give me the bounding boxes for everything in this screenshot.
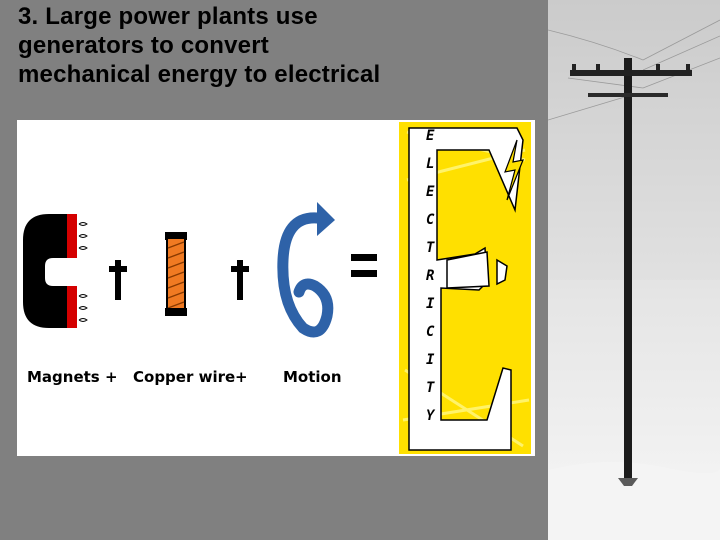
power-pole-photo — [548, 0, 720, 540]
plus-caption: + — [235, 368, 248, 386]
magnets-caption: Magnets — [27, 368, 100, 386]
electricity-letter: T — [426, 380, 435, 396]
electricity-letter: L — [426, 156, 434, 172]
motion-caption: Motion — [283, 368, 342, 386]
electricity-letter: R — [426, 268, 434, 284]
electricity-letter: T — [426, 240, 435, 256]
title-line-3: mechanical energy to electrical — [18, 60, 558, 89]
electricity-letter: E — [426, 128, 435, 144]
electricity-letter: I — [426, 296, 435, 312]
electricity-letter: C — [426, 212, 435, 228]
copper-wire-icon — [165, 232, 187, 316]
electricity-letter: E — [426, 184, 435, 200]
plus-caption: + — [105, 368, 118, 386]
title-line-1: 3. Large power plants use — [18, 2, 558, 31]
electricity-letter: C — [426, 324, 435, 340]
electricity-letter: I — [426, 352, 435, 368]
slide-title: 3. Large power plants use generators to … — [18, 2, 558, 89]
title-line-2: generators to convert — [18, 31, 558, 60]
copper-wire-caption: Copper wire — [133, 368, 235, 386]
